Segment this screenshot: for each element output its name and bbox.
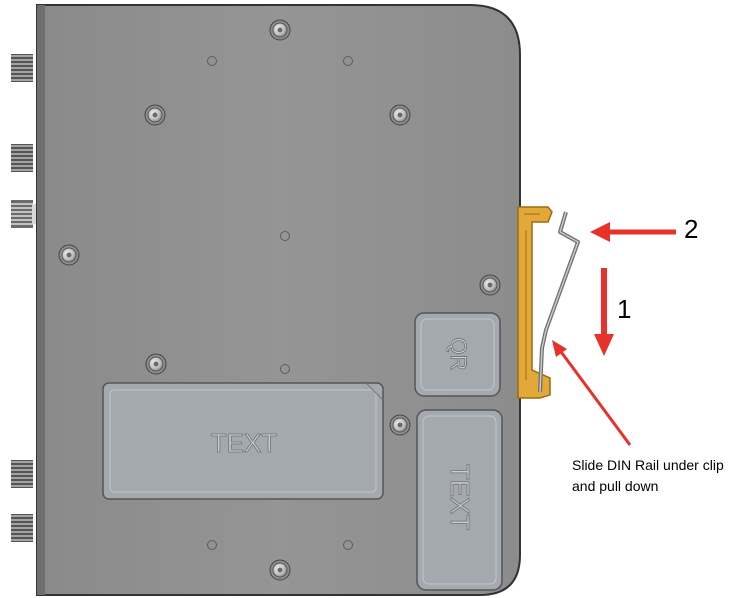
- housing-left-edge: [37, 5, 45, 595]
- instruction-line-2: and pull down: [572, 478, 659, 494]
- antenna-connector-3: [11, 200, 40, 228]
- screw-middle-left: [145, 353, 167, 375]
- screw-top: [269, 19, 291, 41]
- text-label-area-large: TEXT: [102, 382, 384, 500]
- screw-right: [479, 274, 501, 296]
- arrow-instruction-pointer: [552, 340, 632, 446]
- instruction-line-1: Slide DIN Rail under clip: [572, 457, 724, 473]
- qr-label-area: QR: [414, 312, 501, 397]
- screw-upper-right: [389, 104, 411, 126]
- antenna-connector-2: [10, 143, 34, 173]
- step-2-number: 2: [684, 214, 699, 244]
- qr-label: QR: [446, 338, 471, 371]
- din-rail-highlight: [539, 211, 579, 393]
- arrow-step-2: [590, 222, 676, 242]
- text-label-area-small: TEXT: [416, 409, 503, 591]
- antenna-connector-5: [10, 513, 34, 543]
- step-1-number: 1: [617, 294, 632, 324]
- antenna-connector-4: [10, 459, 34, 489]
- antenna-connector-1: [10, 53, 34, 83]
- screw-upper-left: [144, 104, 166, 126]
- screw-label-side: [389, 414, 411, 436]
- arrow-step-1: [594, 268, 614, 356]
- side-connectors: [10, 53, 40, 543]
- din-rail-clip: [517, 206, 553, 399]
- screw-left: [58, 244, 80, 266]
- text-label-small: TEXT: [445, 464, 475, 531]
- instruction-callout: Slide DIN Rail under clip and pull down: [572, 455, 724, 497]
- screw-bottom: [269, 559, 291, 581]
- text-label-large: TEXT: [211, 428, 278, 458]
- mounting-holes: [207, 56, 353, 550]
- clip-inner-shadow: [524, 213, 540, 380]
